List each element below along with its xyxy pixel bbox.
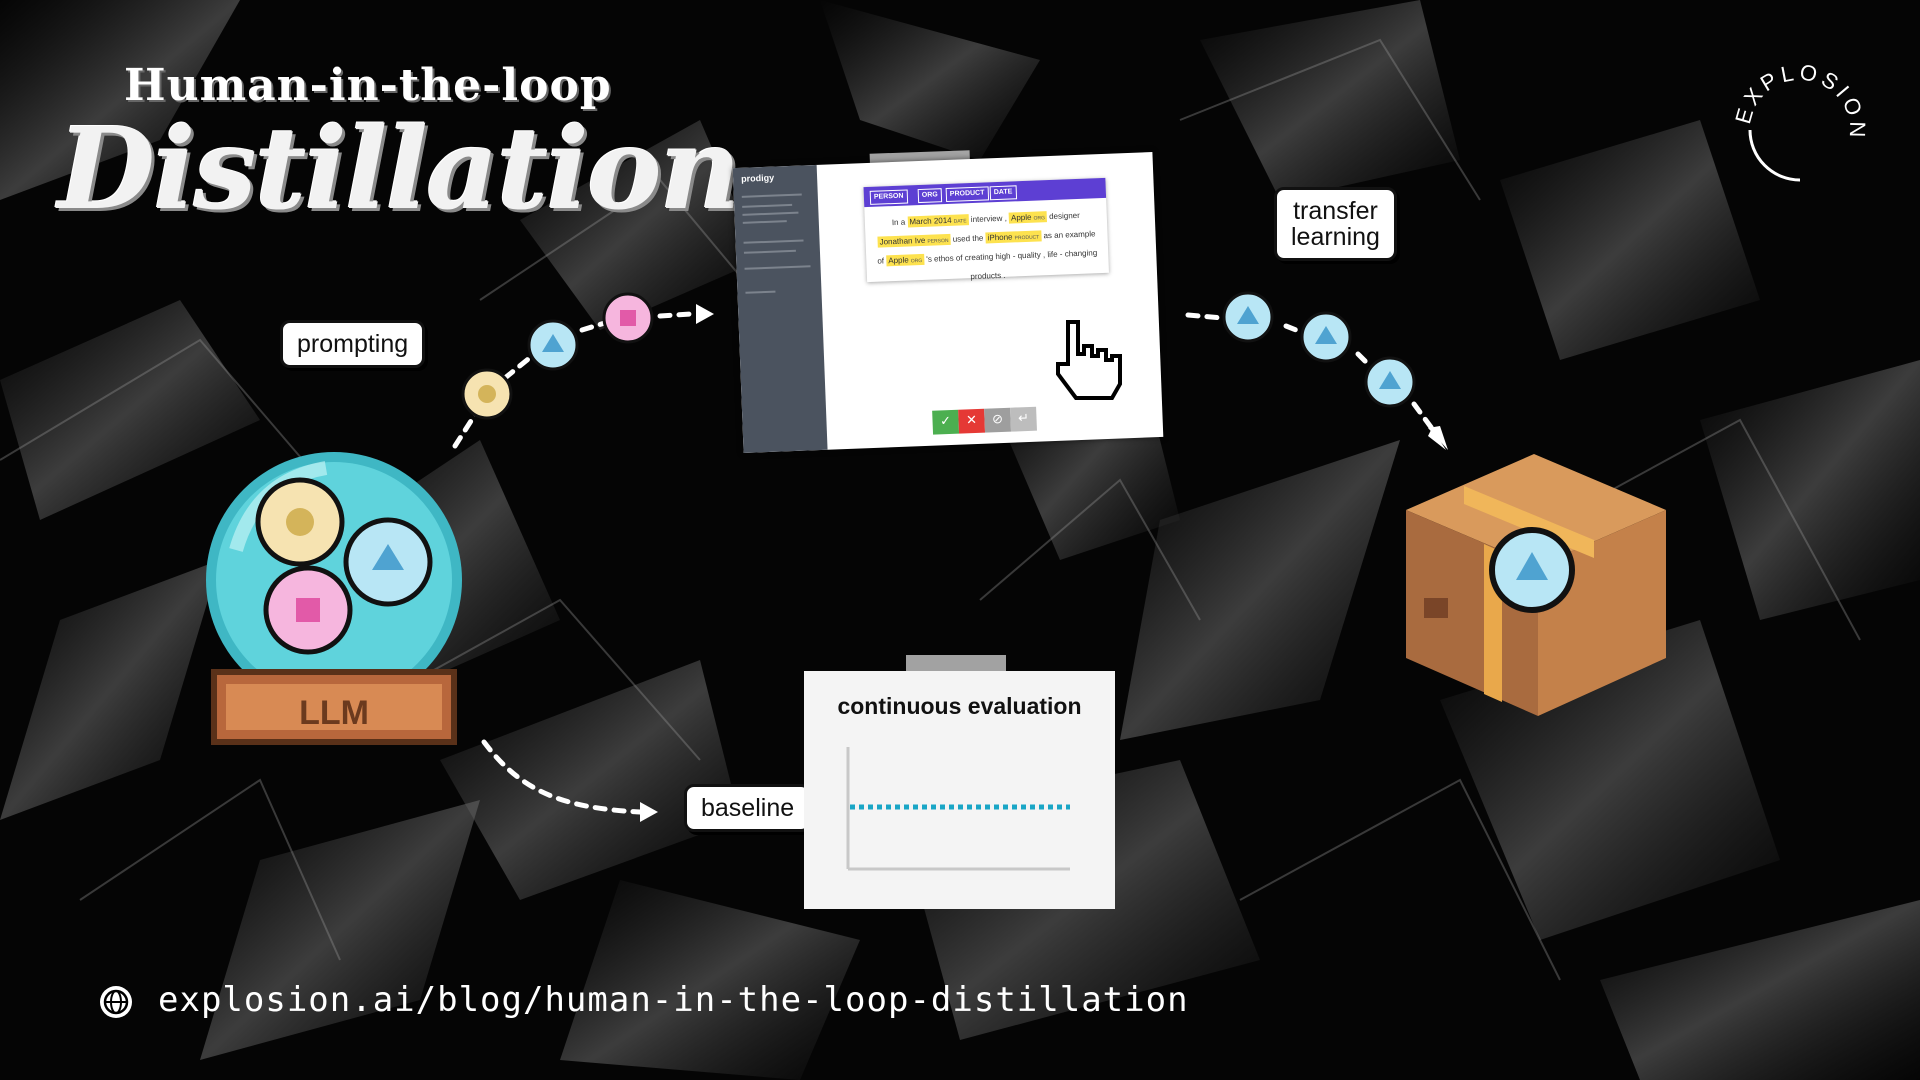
triangle-token-blue bbox=[527, 319, 579, 371]
llm-label: LLM bbox=[299, 694, 369, 732]
square-icon bbox=[620, 310, 636, 326]
prodigy-screenshot: prodigy PERSON ORG PRODUCT DATE In a Mar… bbox=[732, 152, 1164, 453]
circle-token-yellow bbox=[461, 368, 513, 420]
crystal-ball-icon: LLM bbox=[206, 452, 462, 745]
label-date[interactable]: DATE bbox=[989, 185, 1017, 201]
label-product[interactable]: PRODUCT bbox=[945, 186, 989, 202]
hand-cursor-icon bbox=[1056, 320, 1122, 400]
evaluation-title: continuous evaluation bbox=[837, 693, 1082, 719]
triangle-token-blue bbox=[1489, 527, 1575, 613]
label-bar: PERSON ORG PRODUCT DATE bbox=[863, 177, 1107, 208]
ignore-button[interactable]: ⊘ bbox=[984, 407, 1012, 433]
circle-token-yellow bbox=[255, 477, 345, 567]
globe-icon bbox=[100, 986, 132, 1018]
arrow-llm-to-baseline bbox=[481, 739, 643, 815]
arrow-tokens-to-prodigy bbox=[657, 311, 693, 319]
label-org[interactable]: ORG bbox=[917, 188, 943, 204]
undo-button[interactable]: ↵ bbox=[1010, 406, 1037, 432]
arrow-head-prodigy bbox=[696, 304, 714, 324]
evaluation-chart bbox=[846, 747, 1070, 871]
evaluation-card: continuous evaluation bbox=[804, 671, 1115, 909]
footer-url[interactable]: explosion.ai/blog/human-in-the-loop-dist… bbox=[158, 980, 1189, 1020]
transfer-tokens bbox=[1222, 291, 1416, 408]
prompting-label: prompting bbox=[280, 320, 426, 368]
prodigy-sidebar: prodigy bbox=[732, 164, 828, 453]
baseline-label: baseline bbox=[684, 784, 812, 832]
arrow-prodigy-to-transfer bbox=[1185, 312, 1225, 321]
triangle-icon bbox=[542, 334, 564, 352]
arrow-head-baseline bbox=[640, 802, 658, 822]
reject-button[interactable]: ✕ bbox=[958, 408, 986, 434]
title-top: Human-in-the-loop bbox=[124, 60, 612, 111]
square-token-pink bbox=[602, 292, 654, 344]
triangle-token-blue bbox=[343, 517, 433, 607]
accept-button[interactable]: ✓ bbox=[932, 409, 960, 435]
arrow-head-box bbox=[1428, 428, 1446, 450]
label-person[interactable]: PERSON bbox=[869, 189, 908, 205]
box-icon bbox=[1406, 454, 1666, 716]
explosion-logo: EXPLOSION bbox=[1730, 59, 1866, 182]
prompt-tokens bbox=[461, 292, 654, 420]
prodigy-logo: prodigy bbox=[740, 172, 775, 184]
square-token-pink bbox=[263, 565, 353, 655]
title-main: Distillation bbox=[58, 104, 741, 235]
